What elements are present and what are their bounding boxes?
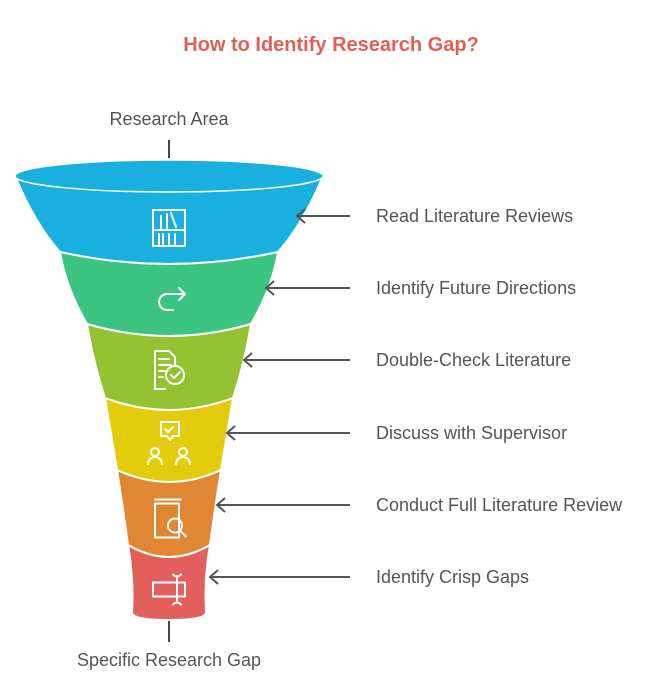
funnel-stage-6 <box>126 543 212 622</box>
document-check-icon <box>154 350 185 390</box>
funnel-stage-4 <box>103 396 235 483</box>
diagram-title: How to Identify Research Gap? <box>183 34 479 56</box>
redo-arrow-icon <box>158 287 186 311</box>
arrow-icon <box>225 425 350 441</box>
arrow-icon <box>264 280 350 296</box>
stage-label: Read Literature Reviews <box>376 206 573 226</box>
stage-label: Discuss with Supervisor <box>376 423 567 443</box>
arrow-icon <box>242 352 350 368</box>
stage-label: Conduct Full Literature Review <box>376 495 623 515</box>
stage-label: Identify Crisp Gaps <box>376 567 529 587</box>
stage-shape <box>115 468 223 558</box>
arrow-icon <box>215 497 350 513</box>
funnel-stage-5 <box>115 468 223 558</box>
funnel-stage-3 <box>85 322 253 411</box>
top-label: Research Area <box>109 109 229 129</box>
people-discussion-icon <box>147 421 191 465</box>
funnel-stage-2 <box>58 250 280 337</box>
stage-label: Identify Future Directions <box>376 278 576 298</box>
bottom-label: Specific Research Gap <box>76 650 262 670</box>
book-search-icon <box>154 498 187 539</box>
funnel-top-ellipse <box>14 159 324 193</box>
arrow-icon <box>295 208 350 224</box>
stage-label: Double-Check Literature <box>376 350 571 370</box>
gap-icon <box>152 573 186 606</box>
bookshelf-icon <box>152 209 186 247</box>
arrow-icon <box>208 569 350 585</box>
funnel-stage-1 <box>13 159 325 265</box>
